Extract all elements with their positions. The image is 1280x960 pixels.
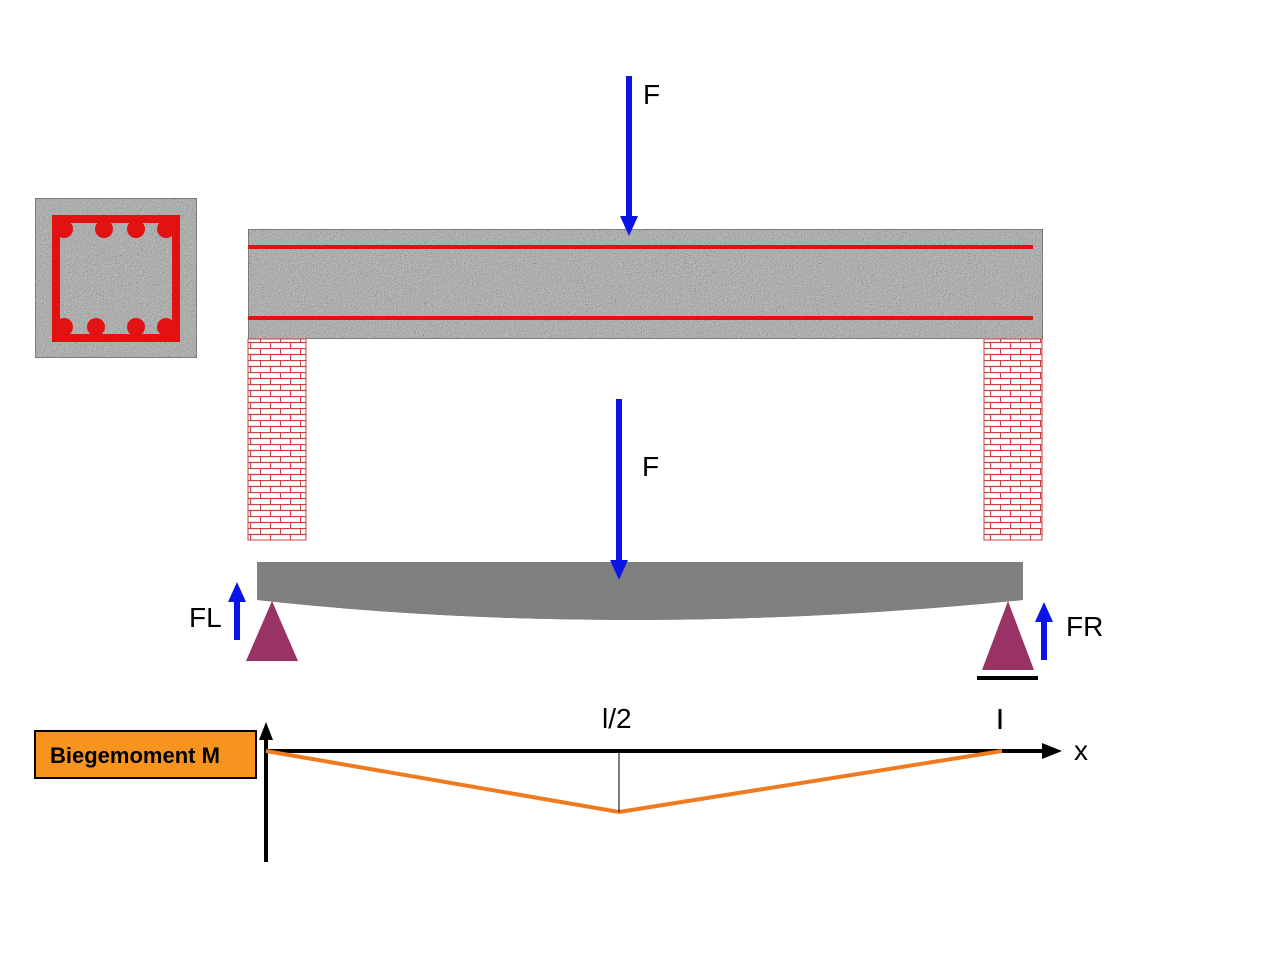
rebar-dots-top [55,220,175,238]
reaction-arrow-left [228,582,246,640]
beam-cross-section [34,197,198,359]
midspan-label: l/2 [602,703,632,734]
support-right [982,601,1034,670]
moment-axes [259,722,1062,862]
force-label-top: F [643,79,660,110]
reaction-label-right: FR [1066,611,1103,642]
axis-x-label: x [1074,735,1088,766]
reaction-label-left: FL [189,602,222,633]
force-arrow-mid [610,399,628,580]
brick-wall-left [247,338,307,541]
moment-box-text: Biegemoment M [50,743,220,768]
moment-label-box: Biegemoment M [34,730,257,779]
brick-wall-right [983,338,1043,541]
rebar-dots-bottom [55,318,175,336]
force-arrow-top [620,76,638,236]
moment-line [265,749,1003,815]
concrete-beam [247,228,1044,340]
reaction-arrow-right [1035,602,1053,660]
force-label-mid: F [642,451,659,482]
support-left [246,601,298,661]
